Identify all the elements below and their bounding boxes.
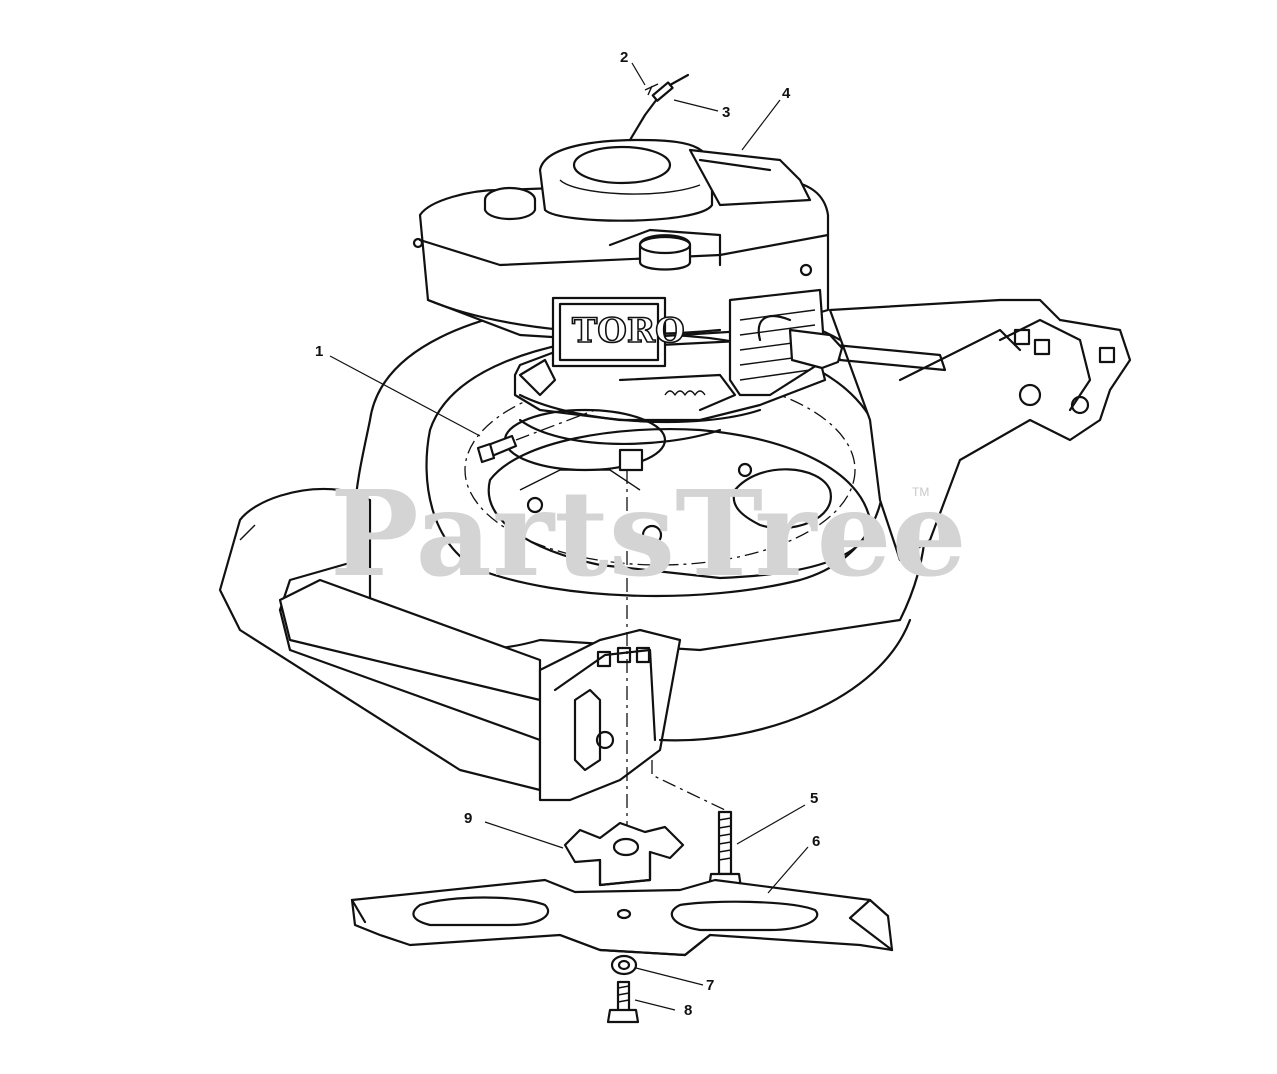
leader-lines xyxy=(329,62,809,1011)
watermark-trademark: TM xyxy=(912,485,929,499)
callout-7: 7 xyxy=(706,977,714,994)
callout-2: 2 xyxy=(620,49,628,66)
callout-4: 4 xyxy=(782,85,791,102)
throttle-cable xyxy=(628,73,690,142)
blade-bolt-lower xyxy=(606,980,640,1024)
callout-8: 8 xyxy=(684,1002,692,1019)
engine-mount-bolt xyxy=(476,409,596,464)
watermark: PartsTree TM xyxy=(330,464,967,603)
callout-5: 5 xyxy=(810,790,818,807)
engine: TORO xyxy=(412,138,844,472)
callout-1: 1 xyxy=(315,343,323,360)
blade-washer xyxy=(610,954,638,976)
bolt-axis xyxy=(651,760,726,811)
toro-logo-plate xyxy=(551,296,667,368)
callout-6: 6 xyxy=(812,833,820,850)
callout-3: 3 xyxy=(722,104,730,121)
blade-adapter xyxy=(563,821,685,887)
toro-logo-text: TORO xyxy=(572,311,685,351)
callout-9: 9 xyxy=(464,810,472,827)
mower-blade xyxy=(350,878,894,957)
watermark-text: PartsTree xyxy=(330,464,967,603)
blade-bolt-upper xyxy=(707,810,743,890)
callouts: 1 2 3 4 5 6 7 8 9 xyxy=(315,49,820,1019)
